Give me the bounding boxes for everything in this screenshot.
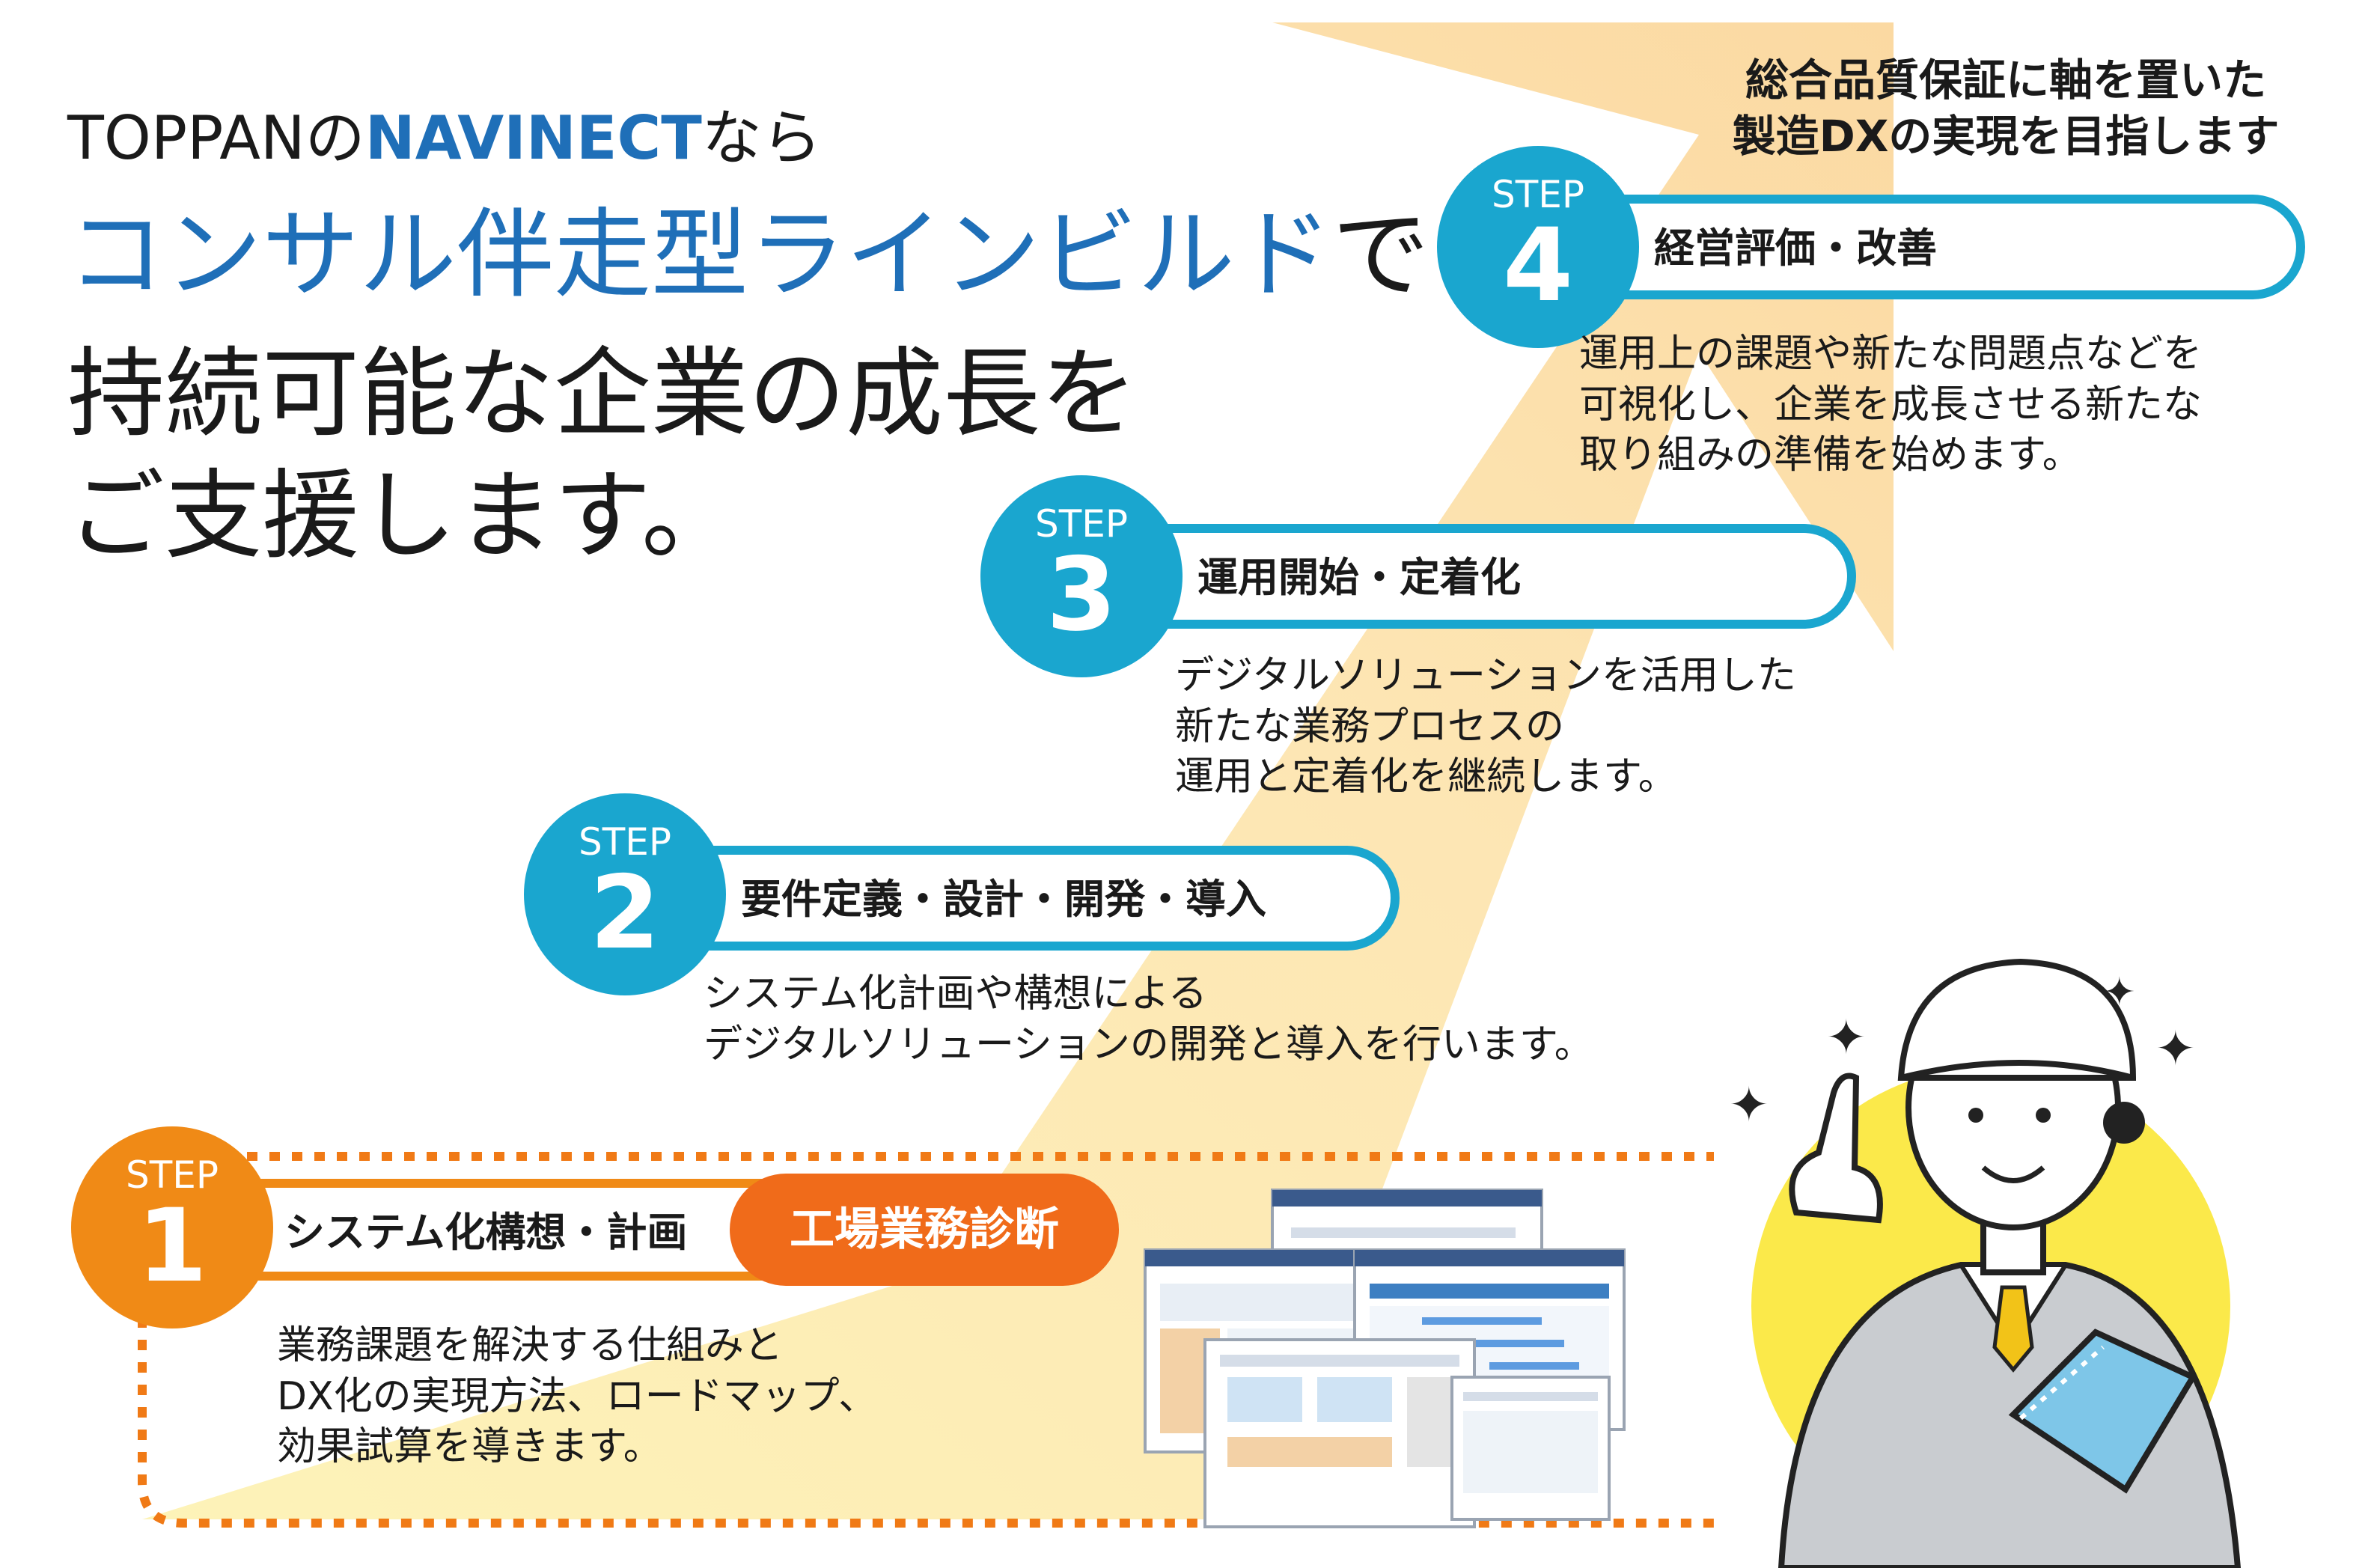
step3-title-pill: [1078, 524, 1856, 629]
sparkle-icon: ✦: [1729, 1078, 1769, 1133]
step3-circle: STEP 3: [980, 475, 1183, 677]
brand-name: NAVINECT: [364, 103, 702, 173]
step2-title-pill: [629, 846, 1400, 951]
sparkle-icon: ✦: [1826, 1010, 1867, 1066]
step2-title: 要件定義・設計・開発・導入: [741, 876, 1266, 923]
headline-main: 持続可能な企業の成長をご支援します。: [67, 337, 1138, 573]
step2-description: システム化計画や構想によるデジタルソリューションの開発と導入を行います。: [704, 971, 1593, 1067]
factory-diagnosis-badge: 工場業務診断: [730, 1174, 1119, 1286]
goal-text: 総合品質保証に軸を置いた製造DXの実現を目指します: [1732, 55, 2280, 162]
sparkle-icon: ✦: [2155, 1022, 2196, 1077]
document-thumbnail: [1450, 1376, 1611, 1521]
step4-title-pill: [1534, 195, 2305, 299]
document-screenshots: [1144, 1189, 1626, 1528]
headline-line1: TOPPANのNAVINECTなら: [67, 103, 822, 173]
step1-circle: STEP 1: [71, 1126, 273, 1328]
step3-description: デジタルソリューションを活用した新たな業務プロセスの運用と定着化を継続します。: [1175, 653, 1796, 800]
step2-circle: STEP 2: [524, 793, 726, 995]
step3-title: 運用開始・定着化: [1197, 554, 1521, 601]
step4-description: 運用上の課題や新たな問題点などを可視化し、企業を成長させる新たな取り組みの準備を…: [1579, 332, 2203, 478]
worker-illustration: [1751, 958, 2242, 1568]
document-thumbnail: [1203, 1338, 1476, 1528]
step4-title: 経営評価・改善: [1654, 225, 1937, 272]
step4-circle: STEP 4: [1437, 146, 1639, 348]
step1-title: システム化構想・計画: [284, 1209, 688, 1256]
sparkle-icon: ✦: [2103, 970, 2136, 1015]
headline-line2: コンサル伴走型ラインビルドで: [67, 198, 1430, 311]
step1-dashed-frame: [138, 1152, 1714, 1528]
